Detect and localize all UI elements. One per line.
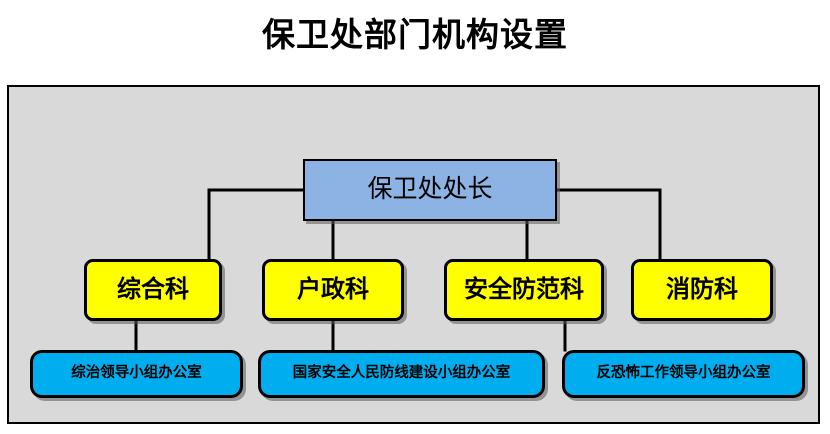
node-department-2-label: 户政科 bbox=[297, 276, 369, 303]
node-office-1[interactable]: 综治领导小组办公室 bbox=[30, 350, 243, 398]
node-department-4[interactable]: 消防科 bbox=[631, 259, 773, 321]
page-title: 保卫处部门机构设置 bbox=[262, 18, 568, 54]
node-office-3-label: 反恐怖工作领导小组办公室 bbox=[596, 365, 771, 382]
node-department-3-label: 安全防范科 bbox=[464, 276, 584, 303]
node-office-2[interactable]: 国家安全人民防线建设小组办公室 bbox=[258, 350, 545, 398]
node-department-3[interactable]: 安全防范科 bbox=[444, 259, 604, 321]
node-office-3[interactable]: 反恐怖工作领导小组办公室 bbox=[562, 350, 805, 398]
node-department-2[interactable]: 户政科 bbox=[262, 259, 404, 321]
node-root-label: 保卫处处长 bbox=[367, 176, 493, 204]
node-office-2-label: 国家安全人民防线建设小组办公室 bbox=[292, 365, 511, 382]
node-department-4-label: 消防科 bbox=[666, 276, 738, 303]
node-department-1[interactable]: 综合科 bbox=[84, 259, 222, 321]
node-root[interactable]: 保卫处处长 bbox=[303, 159, 557, 221]
node-office-1-label: 综治领导小组办公室 bbox=[71, 365, 202, 382]
node-department-1-label: 综合科 bbox=[117, 276, 189, 303]
